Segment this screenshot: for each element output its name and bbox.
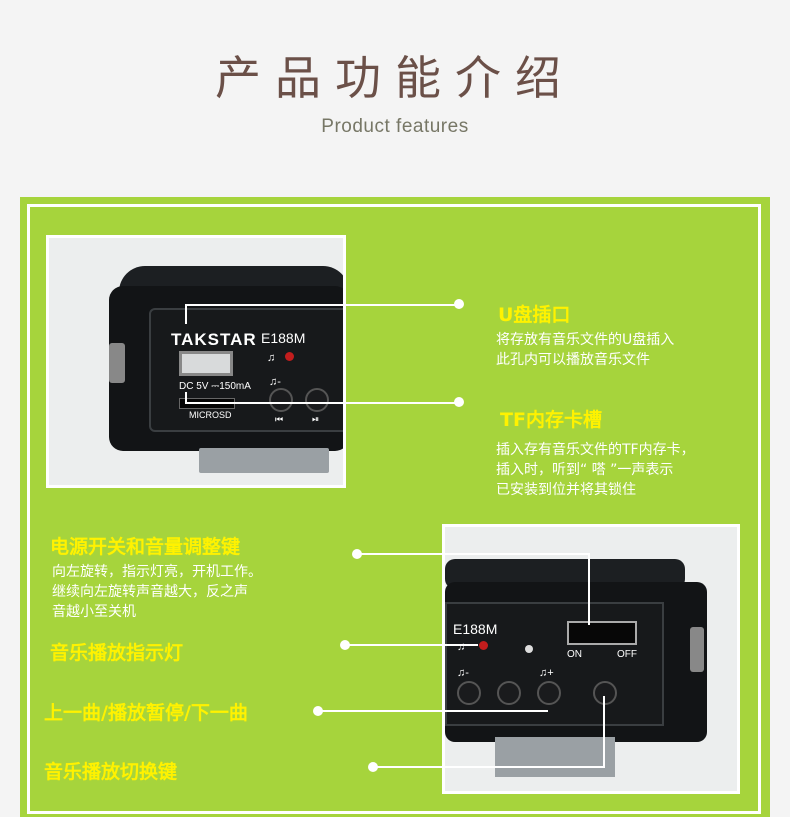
play-pause-button-2[interactable] [497,681,521,705]
connector-mode [373,766,605,768]
microsd-label: MICROSD [189,410,232,420]
connector-tf-drop [185,392,187,404]
music-note-icon-2: ♫ [457,641,466,653]
feature-power-desc-1: 向左旋转，指示灯亮，开机工作。 [52,564,262,580]
connector-power [357,553,590,555]
feature-power-title: 电源开关和音量调整键 [50,536,241,558]
off-label: OFF [617,649,637,660]
music-indicator-led [285,352,294,361]
connector-power-drop [588,553,590,625]
power-volume-switch[interactable] [567,621,637,645]
connector-tf-dot [454,397,464,407]
feature-power-desc-3: 音越小至关机 [52,604,136,620]
model-label: E188M [261,330,306,346]
music-note-icon: ♫ [267,352,276,364]
brand-label: TAKSTAR [171,330,257,349]
connector-usb [185,304,457,306]
music-plus-icon: ♫+ [539,667,554,679]
connector-track [318,710,548,712]
usb-port[interactable] [179,351,233,376]
feature-tf-desc-1: 插入存有音乐文件的TF内存卡， [496,442,695,458]
on-label: ON [567,649,582,660]
feature-power-desc-2: 继续向左旋转声音越大，反之声 [52,584,248,600]
music-indicator-led-2 [479,641,488,650]
feature-usb-desc-2: 此孔内可以播放音乐文件 [496,352,650,368]
connector-usb-drop [185,304,187,324]
music-minus-icon: ♫- [269,376,281,388]
music-minus-icon-2: ♫- [457,667,469,679]
feature-led-title: 音乐播放指示灯 [50,642,184,664]
next-track-button[interactable] [537,681,561,705]
connector-led [345,644,478,646]
feature-tf-desc-2: 插入时，听到“ 嗒 ”一声表示 [496,462,674,478]
feature-track-title: 上一曲/播放暂停/下一曲 [44,702,248,724]
feature-mode-title: 音乐播放切换键 [44,761,178,783]
music-mode-button[interactable] [593,681,617,705]
connector-mode-drop [603,696,605,768]
play-pause-icon: ⏯ [312,414,320,424]
device-photo-controls: E188M ♫ ON OFF ♫- ♫+ [442,524,740,794]
dc-label: DC 5V ⎓150mA [179,381,251,392]
connector-usb-dot [454,299,464,309]
prev-track-button-2[interactable] [457,681,481,705]
feature-tf-title: TF内存卡槽 [500,409,602,431]
page-title: 产品功能介绍 [215,51,575,105]
feature-tf-desc-3: 已安装到位并将其锁住 [496,482,636,498]
play-pause-button[interactable] [305,388,329,412]
page-subtitle: Product features [321,116,469,137]
connector-tf [185,402,457,404]
device-photo-usb: TAKSTAR E188M DC 5V ⎓150mA MICROSD ♫ ♫- … [46,235,346,488]
prev-track-icon: ⏮ [275,414,284,424]
feature-usb-title: U盘插口 [498,304,571,326]
prev-track-button[interactable] [269,388,293,412]
feature-usb-desc-1: 将存放有音乐文件的U盘插入 [496,332,675,348]
model-label-2: E188M [453,621,498,637]
